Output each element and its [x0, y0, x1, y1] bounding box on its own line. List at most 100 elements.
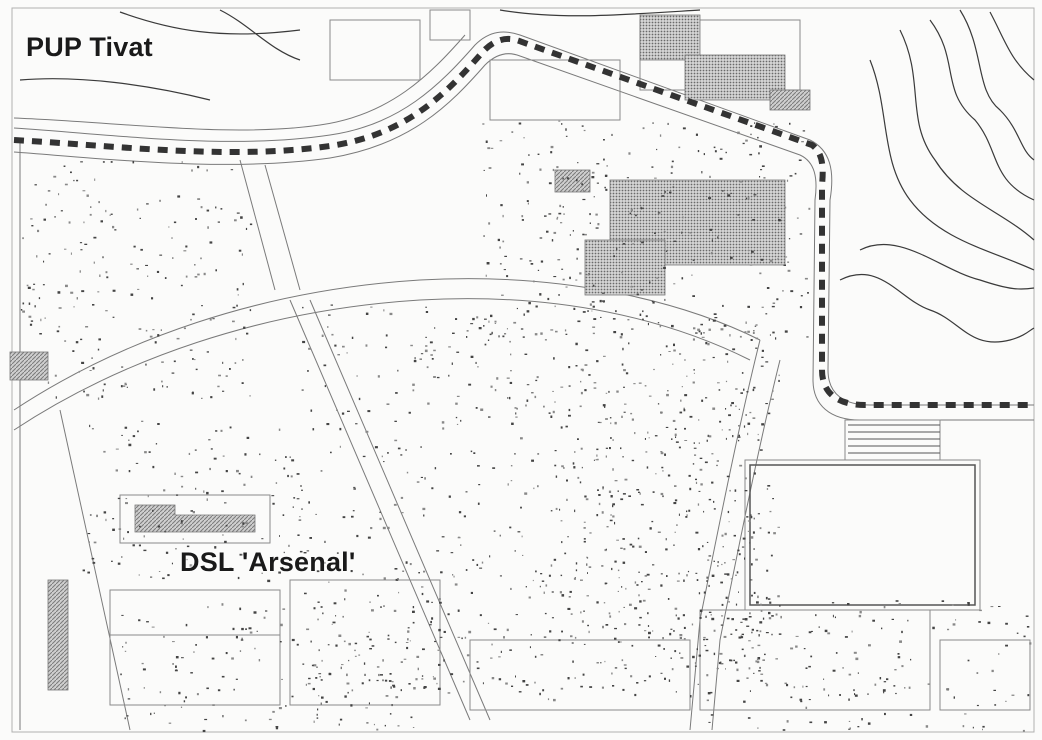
survey-point	[557, 259, 561, 261]
survey-point	[181, 161, 183, 163]
survey-point	[244, 719, 247, 722]
survey-point	[391, 704, 393, 707]
survey-point	[711, 617, 715, 621]
survey-point	[56, 330, 60, 333]
survey-point	[657, 322, 660, 324]
survey-point	[755, 347, 758, 349]
survey-point	[589, 303, 592, 306]
survey-point	[694, 662, 697, 665]
survey-point	[528, 596, 531, 599]
survey-point	[855, 657, 859, 661]
survey-point	[693, 442, 695, 444]
survey-point	[36, 255, 38, 258]
survey-point	[302, 663, 305, 665]
survey-point	[562, 206, 564, 208]
survey-point	[168, 226, 170, 228]
survey-point	[149, 335, 153, 338]
survey-point	[1026, 626, 1030, 628]
survey-point	[621, 363, 624, 366]
survey-point	[721, 603, 724, 606]
survey-point	[84, 243, 88, 245]
survey-point	[476, 661, 479, 663]
survey-point	[282, 608, 286, 610]
survey-point	[196, 693, 199, 696]
survey-point	[315, 513, 317, 515]
survey-point	[697, 150, 700, 153]
survey-point	[395, 392, 398, 394]
survey-point	[542, 689, 545, 692]
survey-point	[748, 640, 751, 642]
survey-point	[573, 466, 576, 469]
survey-point	[125, 502, 128, 505]
survey-point	[37, 229, 40, 233]
survey-point	[620, 447, 622, 450]
survey-point	[741, 636, 744, 639]
survey-point	[573, 307, 576, 310]
survey-point	[544, 339, 547, 341]
survey-point	[705, 341, 708, 345]
survey-point	[568, 385, 571, 387]
survey-point	[398, 591, 400, 594]
survey-point	[748, 667, 751, 670]
survey-point	[728, 601, 730, 603]
survey-point	[145, 329, 148, 332]
survey-point	[710, 251, 713, 255]
survey-point	[757, 513, 760, 515]
survey-point	[109, 214, 111, 216]
survey-point	[366, 635, 369, 638]
survey-point	[714, 317, 718, 319]
survey-point	[539, 237, 543, 239]
survey-point	[558, 294, 560, 296]
survey-point	[790, 696, 793, 699]
survey-point	[225, 470, 228, 473]
survey-point	[393, 685, 396, 688]
survey-point	[757, 439, 760, 441]
survey-point	[1027, 694, 1030, 697]
survey-point	[847, 603, 850, 606]
survey-point	[631, 459, 635, 462]
survey-point	[684, 394, 688, 397]
survey-point	[181, 485, 184, 488]
survey-point	[925, 725, 929, 728]
survey-point	[747, 330, 750, 333]
survey-point	[672, 186, 675, 188]
survey-point	[593, 459, 595, 461]
survey-point	[89, 424, 91, 428]
survey-point	[410, 344, 413, 347]
survey-point	[673, 240, 677, 242]
survey-point	[553, 698, 556, 702]
survey-point	[516, 407, 518, 410]
survey-point	[242, 359, 244, 361]
survey-point	[244, 453, 247, 456]
survey-point	[434, 640, 436, 643]
survey-point	[369, 601, 371, 603]
survey-point	[313, 607, 316, 610]
survey-point	[212, 704, 215, 706]
survey-point	[671, 324, 674, 328]
survey-point	[430, 354, 433, 356]
survey-point	[458, 511, 462, 514]
survey-point	[348, 642, 351, 646]
survey-point	[285, 705, 287, 707]
survey-point	[647, 625, 650, 627]
survey-point	[111, 560, 113, 562]
survey-point	[729, 659, 732, 662]
survey-point	[714, 150, 717, 153]
survey-point	[324, 540, 326, 543]
survey-point	[502, 335, 505, 338]
survey-point	[32, 288, 35, 291]
survey-point	[605, 174, 608, 177]
survey-point	[789, 122, 791, 125]
survey-point	[137, 430, 139, 433]
survey-point	[431, 487, 434, 490]
survey-point	[500, 650, 502, 653]
survey-point	[740, 621, 743, 623]
survey-point	[364, 673, 366, 676]
survey-point	[695, 531, 699, 534]
survey-point	[610, 422, 612, 425]
survey-point	[236, 288, 239, 291]
survey-point	[141, 420, 144, 422]
survey-point	[689, 232, 692, 234]
survey-point	[623, 369, 626, 372]
survey-point	[795, 635, 799, 637]
